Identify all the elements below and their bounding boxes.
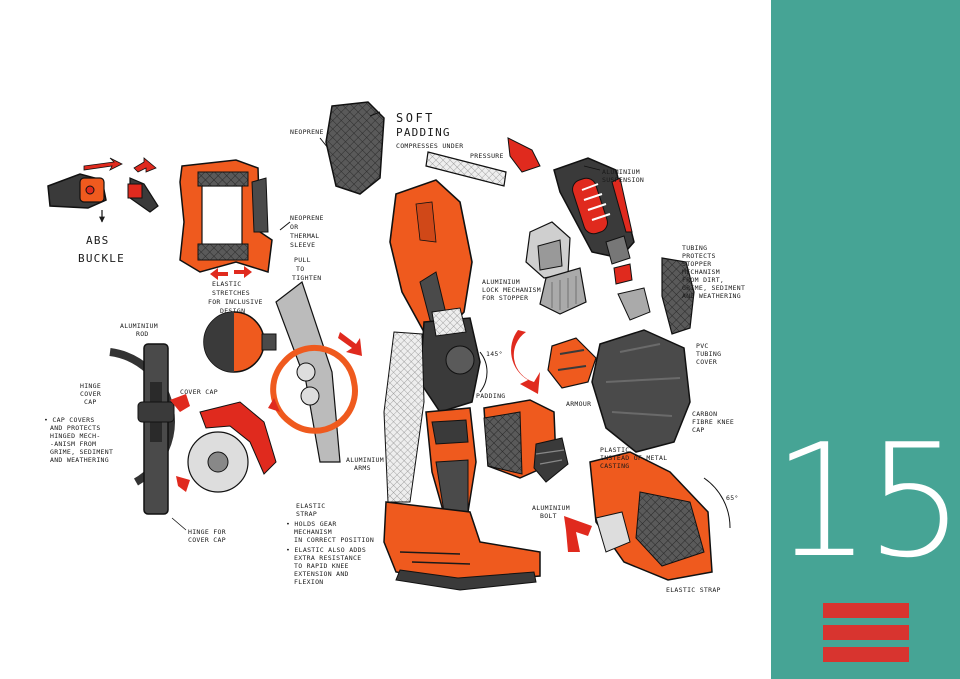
- label-pull-to-tighten: TO: [296, 265, 304, 273]
- label-cap-covers: AND PROTECTS: [50, 424, 101, 432]
- label-elastic-strap: EXTENSION AND: [294, 570, 349, 578]
- menu-icon[interactable]: [823, 603, 909, 663]
- carbon-fibre-knee-cap-illustration: [511, 329, 691, 453]
- label-aluminium-arms: ARMS: [354, 464, 371, 472]
- label-hinge-for-cover-cap: HINGE FOR: [188, 528, 226, 536]
- label-aluminium-lock: FOR STOPPER: [482, 294, 528, 302]
- label-aluminium-suspension: ALUMINIUM: [602, 168, 640, 176]
- knee-brace-leg-illustration: [383, 179, 541, 591]
- label-padding: PADDING: [476, 392, 506, 400]
- label-carbon-fibre-knee-cap: FIBRE KNEE: [692, 418, 734, 426]
- label-elastic-strap: TO RAPID KNEE: [294, 562, 349, 570]
- label-elastic-strap: MECHANISM: [294, 528, 332, 536]
- label-elastic-strap: STRAP: [296, 510, 317, 518]
- label-soft-padding: PRESSURE: [470, 152, 504, 160]
- label-elastic-stretches: FOR INCLUSIVE: [208, 298, 263, 306]
- page-number: 15: [772, 410, 960, 592]
- label-tubing: MECHANISM: [682, 268, 720, 276]
- label-tubing: AND WEATHERING: [682, 292, 741, 300]
- label-cover-cap: COVER CAP: [180, 388, 218, 396]
- label-neoprene-sleeve: THERMAL: [290, 232, 320, 240]
- label-neoprene-sleeve: OR: [290, 223, 298, 231]
- page-side-panel: 15: [771, 0, 960, 679]
- label-elastic-strap: FLEXION: [294, 578, 324, 586]
- label-neoprene: NEOPRENE: [290, 128, 324, 136]
- label-elastic-strap-bottom: ELASTIC STRAP: [666, 586, 721, 594]
- label-cap-covers: GRIME, SEDIMENT: [50, 448, 113, 456]
- label-cap-covers: AND WEATHERING: [50, 456, 109, 464]
- plastic-casing-illustration: [564, 451, 731, 581]
- label-armour: ARMOUR: [566, 400, 591, 408]
- label-angle-65: 65°: [726, 494, 739, 502]
- label-hinge-cover-cap: COVER: [80, 390, 101, 398]
- hinge-cover-cap-illustration: [109, 343, 277, 515]
- label-carbon-fibre-knee-cap: CAP: [692, 426, 705, 434]
- label-aluminium-rod: ALUMINIUM: [120, 322, 158, 330]
- label-elastic-stretches: STRETCHES: [212, 289, 250, 297]
- label-angle-145: 145°: [486, 350, 503, 358]
- menu-icon-bar: [823, 647, 909, 662]
- label-elastic-strap: ELASTIC: [296, 502, 326, 510]
- label-elastic-strap: • HOLDS GEAR: [286, 520, 337, 528]
- label-aluminium-suspension: SUSPENSION: [602, 176, 644, 184]
- label-aluminium-rod: ROD: [136, 330, 149, 338]
- label-pvc-tubing-cover: PVC: [696, 342, 709, 350]
- label-tubing: PROTECTS: [682, 252, 716, 260]
- aluminium-rod-illustration: [203, 311, 277, 373]
- menu-icon-bar: [823, 603, 909, 618]
- label-aluminium-arms: ALUMINIUM: [346, 456, 384, 464]
- label-tubing: FROM DIRT,: [682, 276, 724, 284]
- aluminium-suspension-illustration: [507, 137, 635, 265]
- label-soft-padding: COMPRESSES UNDER: [396, 142, 463, 150]
- neoprene-sleeve-illustration: [179, 159, 273, 280]
- label-hinge-cover-cap: CAP: [84, 398, 97, 406]
- label-hinge-for-cover-cap: COVER CAP: [188, 536, 226, 544]
- label-cap-covers: • CAP COVERS: [44, 416, 95, 424]
- label-aluminium-lock: LOCK MECHANISM: [482, 286, 541, 294]
- aluminium-arms-illustration: [268, 281, 362, 463]
- padding-armour-illustration: [483, 399, 569, 483]
- label-plastic-instead-of-metal: PLASTIC: [600, 446, 630, 454]
- label-elastic-stretches: DESIGN: [220, 307, 245, 315]
- label-soft-padding: PADDING: [396, 126, 451, 139]
- label-elastic-strap: IN CORRECT POSITION: [294, 536, 374, 544]
- label-cap-covers: HINGED MECH-: [50, 432, 101, 440]
- label-tubing: GRIME, SEDIMENT: [682, 284, 745, 292]
- label-plastic-instead-of-metal: INSTEAD OF METAL: [600, 454, 667, 462]
- label-cap-covers: -ANISM FROM: [50, 440, 96, 448]
- label-pull-to-tighten: TIGHTEN: [292, 274, 322, 282]
- label-pull-to-tighten: PULL: [294, 256, 311, 264]
- label-aluminium-bolt: BOLT: [540, 512, 557, 520]
- tubing-illustration: [613, 257, 695, 335]
- label-hinge-cover-cap: HINGE: [80, 382, 101, 390]
- label-tubing: STOPPER: [682, 260, 712, 268]
- label-pvc-tubing-cover: COVER: [696, 358, 717, 366]
- label-aluminium-lock: ALUMINIUM: [482, 278, 520, 286]
- label-pvc-tubing-cover: TUBING: [696, 350, 721, 358]
- label-elastic-strap: EXTRA RESISTANCE: [294, 554, 361, 562]
- design-sketch: ABS BUCKLE ELASTIC STRETCHES FOR INCLUSI…: [40, 82, 768, 600]
- aluminium-lock-illustration: [525, 221, 587, 315]
- abs-buckle-illustration: [47, 157, 159, 223]
- label-aluminium-bolt: ALUMINIUM: [532, 504, 570, 512]
- label-abs-buckle: BUCKLE: [78, 252, 125, 265]
- label-elastic-stretches: ELASTIC: [212, 280, 242, 288]
- label-neoprene-sleeve: NEOPRENE: [290, 214, 324, 222]
- label-neoprene-sleeve: SLEEVE: [290, 241, 315, 249]
- label-abs-buckle: ABS: [86, 234, 109, 247]
- menu-icon-bar: [823, 625, 909, 640]
- label-plastic-instead-of-metal: CASTING: [600, 462, 630, 470]
- label-tubing: TUBING: [682, 244, 707, 252]
- soft-padding-illustration: [325, 101, 507, 195]
- label-carbon-fibre-knee-cap: CARBON: [692, 410, 717, 418]
- label-soft-padding: SOFT: [396, 111, 435, 125]
- label-elastic-strap: • ELASTIC ALSO ADDS: [286, 546, 366, 554]
